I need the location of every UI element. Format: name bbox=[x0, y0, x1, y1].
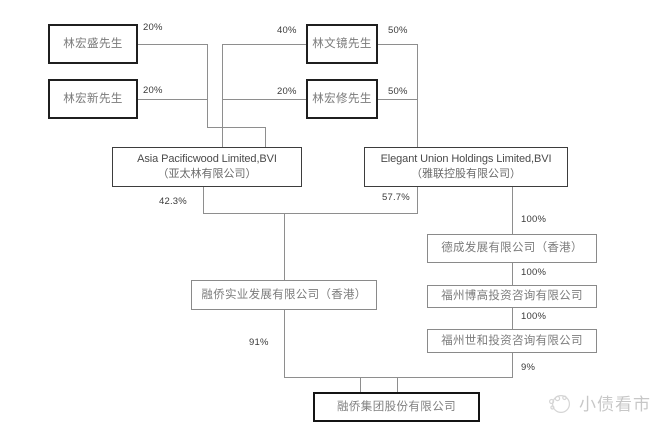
node-rongqiao-industrial[interactable]: 融侨实业发展有限公司（香港） bbox=[191, 280, 377, 310]
node-decheng[interactable]: 德成发展有限公司（香港） bbox=[427, 234, 597, 263]
pct-hongxin-to-apw: 20% bbox=[143, 85, 163, 96]
node-label: 融侨集团股份有限公司 bbox=[337, 400, 456, 413]
edge-decheng-to-bogao bbox=[512, 263, 513, 285]
edge-shihe-into-target bbox=[397, 377, 398, 392]
edge-eu-down bbox=[417, 187, 418, 213]
node-lin-hongsheng[interactable]: 林宏盛先生 bbox=[48, 24, 138, 64]
edge-eu-to-decheng bbox=[512, 187, 513, 234]
edge-shihe-left bbox=[397, 377, 513, 378]
node-label-en: Elegant Union Holdings Limited,BVI bbox=[380, 152, 552, 165]
edge-wenjing-right-stub bbox=[378, 44, 417, 45]
pct-eu-to-decheng: 100% bbox=[521, 214, 547, 225]
edge-hongsheng-stub bbox=[138, 44, 207, 45]
edge-industrial-down bbox=[284, 310, 285, 377]
node-label: 林宏修先生 bbox=[312, 92, 372, 105]
edge-mid-bus-vertical bbox=[222, 44, 223, 147]
edge-wenjing-left-stub bbox=[222, 44, 306, 45]
edge-bogao-to-shihe bbox=[512, 308, 513, 329]
pct-eu-to-industrial: 57.7% bbox=[382, 192, 410, 203]
pct-hongsheng-to-apw: 20% bbox=[143, 22, 163, 33]
pct-decheng-to-bogao: 100% bbox=[521, 267, 547, 278]
watermark-text: 小债看市 bbox=[579, 395, 651, 414]
paw-circle-icon bbox=[547, 391, 573, 415]
node-fuzhou-shihe[interactable]: 福州世和投资咨询有限公司 bbox=[427, 329, 597, 353]
edge-left-bus-bottom bbox=[207, 127, 266, 128]
pct-apw-to-industrial: 42.3% bbox=[159, 196, 187, 207]
node-lin-hongxin[interactable]: 林宏新先生 bbox=[48, 79, 138, 119]
node-fuzhou-bogao[interactable]: 福州博高投资咨询有限公司 bbox=[427, 285, 597, 308]
node-lin-hongxiu[interactable]: 林宏修先生 bbox=[306, 79, 378, 119]
pct-wenjing-to-apw: 40% bbox=[277, 25, 297, 36]
edge-target-top-drop bbox=[360, 377, 361, 392]
node-lin-wenjing[interactable]: 林文镜先生 bbox=[306, 24, 378, 64]
pct-hongxiu-to-apw: 20% bbox=[277, 86, 297, 97]
pct-shihe-to-group: 9% bbox=[521, 362, 536, 373]
pct-industrial-to-group: 91% bbox=[249, 337, 269, 348]
node-label-cn: （亚太林有限公司） bbox=[157, 167, 257, 180]
edge-apw-down bbox=[203, 187, 204, 213]
edge-industrial-right bbox=[284, 377, 398, 378]
watermark: 小债看市 bbox=[547, 390, 651, 415]
node-label-en: Asia Pacificwood Limited,BVI bbox=[137, 152, 277, 165]
node-label: 融侨实业发展有限公司（香港） bbox=[201, 288, 367, 301]
node-asia-pacificwood[interactable]: Asia Pacificwood Limited,BVI （亚太林有限公司） bbox=[112, 147, 302, 187]
node-label: 林宏盛先生 bbox=[63, 37, 123, 50]
edge-merge-drop-industrial bbox=[284, 213, 285, 280]
edge-hongxiu-right-stub bbox=[378, 99, 417, 100]
node-label: 福州世和投资咨询有限公司 bbox=[441, 334, 583, 347]
edge-hongxiu-left-stub bbox=[222, 99, 306, 100]
node-label-cn: （雅联控股有限公司） bbox=[411, 167, 521, 180]
edge-apw-top-drop bbox=[265, 127, 266, 147]
node-rongqiao-group[interactable]: 融侨集团股份有限公司 bbox=[313, 392, 480, 422]
node-elegant-union[interactable]: Elegant Union Holdings Limited,BVI （雅联控股… bbox=[364, 147, 568, 187]
pct-bogao-to-shihe: 100% bbox=[521, 311, 547, 322]
edge-left-bus-vertical bbox=[207, 44, 208, 128]
node-label: 林文镜先生 bbox=[312, 37, 372, 50]
node-label: 福州博高投资咨询有限公司 bbox=[441, 290, 583, 303]
node-label: 林宏新先生 bbox=[63, 92, 123, 105]
node-label: 德成发展有限公司（香港） bbox=[441, 242, 583, 255]
pct-hongxiu-to-eu: 50% bbox=[388, 86, 408, 97]
edge-hongxin-stub bbox=[138, 99, 207, 100]
pct-wenjing-to-eu: 50% bbox=[388, 25, 408, 36]
edge-merge-bar bbox=[203, 213, 418, 214]
edge-shihe-down bbox=[512, 353, 513, 377]
edge-right-bus-vertical bbox=[417, 44, 418, 147]
